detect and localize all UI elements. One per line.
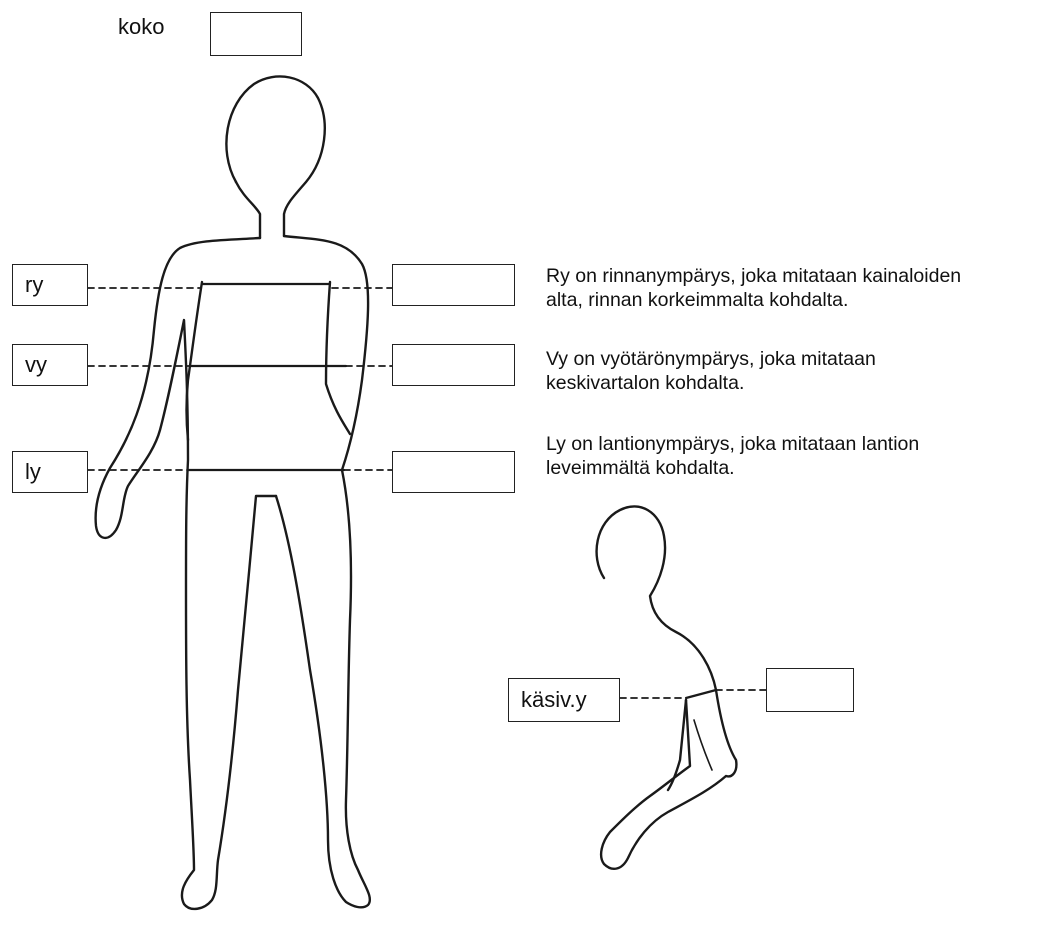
arm-label-box: käsiv.y — [508, 678, 620, 722]
ry-description-line1: Ry on rinnanympärys, joka mitataan kaina… — [546, 264, 961, 288]
torso-right-outline — [276, 236, 370, 907]
ly-input-box[interactable] — [392, 451, 515, 493]
ry-label-box: ry — [12, 264, 88, 306]
ly-label-box: ly — [12, 451, 88, 493]
head-outline — [226, 76, 324, 236]
full-body-silhouette — [96, 76, 370, 908]
vy-description-line1: Vy on vyötärönympärys, joka mitataan — [546, 347, 876, 371]
ry-description-line2: alta, rinnan korkeimmalta kohdalta. — [546, 288, 961, 312]
ry-input-box[interactable] — [392, 264, 515, 306]
ly-description: Ly on lantionympärys, joka mitataan lant… — [546, 432, 919, 480]
size-input-box[interactable] — [210, 12, 302, 56]
torso-left-outline — [96, 238, 276, 909]
vy-description-line2: keskivartalon kohdalta. — [546, 371, 876, 395]
ly-description-line2: leveimmältä kohdalta. — [546, 456, 919, 480]
ly-description-line1: Ly on lantionympärys, joka mitataan lant… — [546, 432, 919, 456]
vy-description: Vy on vyötärönympärys, joka mitataan kes… — [546, 347, 876, 395]
ry-description: Ry on rinnanympärys, joka mitataan kaina… — [546, 264, 961, 312]
size-label: koko — [118, 14, 164, 40]
measurement-lines — [188, 284, 346, 470]
ry-label: ry — [25, 274, 43, 296]
upper-arm-line — [686, 690, 716, 698]
arm-label: käsiv.y — [521, 689, 587, 711]
vy-label-box: vy — [12, 344, 88, 386]
ly-label: ly — [25, 461, 41, 483]
arm-input-box[interactable] — [766, 668, 854, 712]
vy-input-box[interactable] — [392, 344, 515, 386]
vy-label: vy — [25, 354, 47, 376]
